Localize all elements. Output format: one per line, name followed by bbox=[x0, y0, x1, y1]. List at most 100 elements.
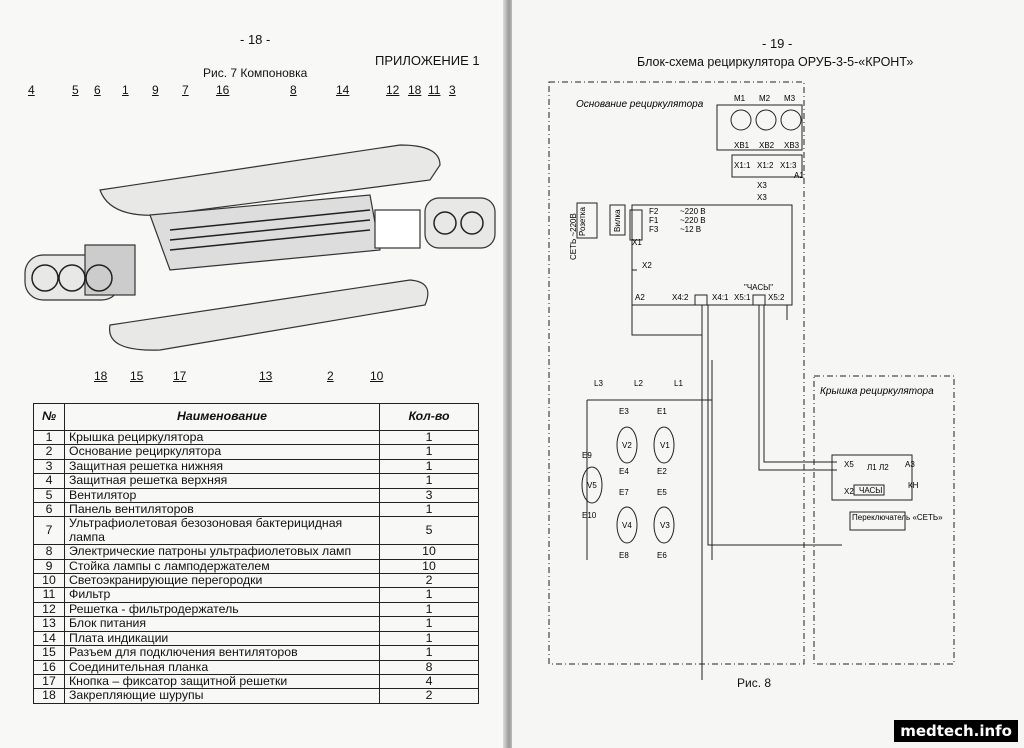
lamp-wiring bbox=[586, 360, 713, 560]
lamp-label: V4 bbox=[622, 521, 632, 530]
fuse-label: F2 bbox=[649, 207, 659, 216]
part-name: Вентилятор bbox=[64, 487, 380, 504]
terminal-label: X4:1 bbox=[712, 293, 729, 302]
terminal-label: X5:1 bbox=[734, 293, 751, 302]
col-name: Наименование bbox=[64, 403, 380, 431]
lamp-socket-label: E3 bbox=[619, 407, 629, 416]
callout-number: 12 bbox=[386, 83, 400, 97]
callout-number: 15 bbox=[130, 369, 144, 383]
callout-number: 11 bbox=[428, 83, 441, 97]
connector-label: X5 bbox=[844, 460, 854, 469]
terminal-label: X1:2 bbox=[757, 161, 774, 170]
motor-label: M2 bbox=[759, 94, 771, 103]
connector-x2-label: X2 bbox=[642, 261, 652, 270]
fuse-voltage: ~220 В bbox=[680, 207, 706, 216]
block-diagram: Основание рециркулятора Крышка рециркуля… bbox=[548, 81, 955, 680]
part-name: Ультрафиолетовая безозоновая бактерицидн… bbox=[64, 516, 380, 546]
callout-number: 7 bbox=[182, 83, 189, 97]
callout-number: 17 bbox=[173, 369, 187, 383]
upper-grille bbox=[424, 197, 496, 249]
part-name: Решетка - фильтродержатель bbox=[64, 601, 380, 618]
row-number: 10 bbox=[33, 573, 65, 589]
callout-number: 4 bbox=[28, 83, 35, 97]
row-number: 12 bbox=[33, 601, 65, 618]
connector-label: XB2 bbox=[759, 141, 775, 150]
lamp-socket-label: E2 bbox=[657, 467, 667, 476]
cover-part bbox=[99, 144, 441, 216]
row-number: 5 bbox=[33, 487, 65, 504]
board-a2 bbox=[631, 204, 793, 306]
callout-number: 5 bbox=[72, 83, 79, 97]
callout-number: 2 bbox=[327, 369, 334, 383]
base-label: Основание рециркулятора bbox=[576, 99, 704, 110]
row-number: 1 bbox=[33, 429, 65, 446]
mains-label: СЕТЬ ~220В bbox=[569, 213, 578, 260]
callout-number: 9 bbox=[152, 83, 159, 97]
part-name: Фильтр bbox=[64, 587, 380, 603]
diagram-title: Блок-схема рециркулятора ОРУБ-3-5-«КРОНТ… bbox=[637, 55, 914, 69]
part-qty: 3 bbox=[379, 487, 479, 504]
figure-caption: Рис. 7 Компоновка bbox=[203, 66, 308, 80]
part-qty: 1 bbox=[379, 429, 479, 446]
switch-label: Переключатель «СЕТЬ» bbox=[852, 513, 943, 522]
terminal-label: X4:2 bbox=[672, 293, 689, 302]
part-name: Разъем для подключения вентиляторов bbox=[64, 645, 380, 661]
part-name: Крышка рециркулятора bbox=[64, 429, 380, 446]
board-a3 bbox=[831, 454, 913, 501]
terminal-label: X1:3 bbox=[780, 161, 797, 170]
part-qty: 4 bbox=[379, 673, 479, 690]
part-qty: 1 bbox=[379, 458, 479, 475]
row-number: 13 bbox=[33, 616, 65, 632]
lamp-assembly bbox=[149, 194, 381, 271]
connector-x1-label: X1 bbox=[632, 238, 642, 247]
row-number: 4 bbox=[33, 473, 65, 489]
lamp-socket-label: E10 bbox=[582, 511, 597, 520]
lamp-label: V3 bbox=[660, 521, 670, 530]
filter-grid bbox=[374, 209, 421, 249]
watermark: medtech.info bbox=[894, 720, 1018, 742]
right-page: - 19 - Блок-схема рециркулятора ОРУБ-3-5… bbox=[512, 0, 1024, 748]
inductor-label: L3 bbox=[594, 379, 603, 388]
plug-label: Вилка bbox=[613, 209, 622, 232]
part-name: Светоэкранирующие перегородки bbox=[64, 573, 380, 589]
callout-number: 8 bbox=[290, 83, 297, 97]
button-label: КН bbox=[908, 481, 919, 490]
cover-label: Крышка рециркулятора bbox=[820, 386, 934, 397]
callout-number: 1 bbox=[122, 83, 129, 97]
part-name: Защитная решетка нижняя bbox=[64, 458, 380, 475]
col-number: № bbox=[33, 403, 65, 431]
part-qty: 1 bbox=[379, 645, 479, 661]
socket-label: Розетка bbox=[578, 207, 587, 236]
callout-number: 18 bbox=[94, 369, 108, 383]
board-a2-label: A2 bbox=[635, 293, 645, 302]
cover-boundary bbox=[813, 375, 955, 665]
part-name: Кнопка – фиксатор защитной решетки bbox=[64, 673, 380, 690]
callout-number: 3 bbox=[449, 83, 456, 97]
lamp-label: V1 bbox=[660, 441, 670, 450]
terminal-label: X5:2 bbox=[768, 293, 785, 302]
figure-caption: Рис. 8 bbox=[737, 676, 772, 690]
callout-number: 18 bbox=[408, 83, 422, 97]
part-qty: 1 bbox=[379, 630, 479, 647]
board-a3-label: A3 bbox=[905, 460, 915, 469]
fuse-label: F3 bbox=[649, 225, 659, 234]
connector-x3-label: X3 bbox=[757, 181, 767, 190]
clock-box-label: ЧАСЫ bbox=[859, 486, 882, 495]
callout-number: 10 bbox=[370, 369, 384, 383]
row-number: 3 bbox=[33, 458, 65, 475]
fuse-voltage: ~12 В bbox=[680, 225, 701, 234]
page-number: - 19 - bbox=[762, 36, 793, 51]
row-number: 9 bbox=[33, 558, 65, 575]
lamp-socket-label: E5 bbox=[657, 488, 667, 497]
